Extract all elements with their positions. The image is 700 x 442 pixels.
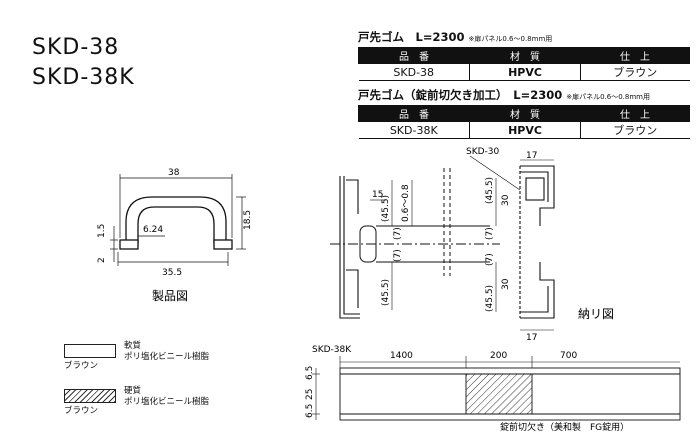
product-dimensions <box>110 174 246 266</box>
skd38k-height-top: 6.5 <box>305 366 315 380</box>
skd38k-notch-note: 錠前切欠き（美和製 FG錠用） <box>500 421 629 433</box>
table2-note: ※扉パネル0.6〜0.8mm用 <box>566 93 651 101</box>
table1-title: 戸先ゴム L=2300 ※扉パネル0.6〜0.8mm用 <box>358 29 552 45</box>
table2-part: SKD-38K <box>358 121 470 139</box>
table1-header-material: 材 質 <box>469 47 581 64</box>
legend-hard-type: 硬質 <box>124 386 142 396</box>
table1-material: HPVC <box>469 63 581 81</box>
install-dim-7-d: (7) <box>485 253 495 266</box>
table1-header-finish: 仕 上 <box>580 47 690 64</box>
install-dim-7-b: (7) <box>393 249 403 262</box>
table2-title: 戸先ゴム（錠前切欠き加工） L=2300 ※扉パネル0.6〜0.8mm用 <box>358 87 650 103</box>
install-dim-45-5-b: (45.5) <box>381 279 391 306</box>
legend-swatch-hard <box>64 389 116 403</box>
legend-hard-material: ポリ塩化ビニール樹脂 <box>124 397 210 407</box>
table2-header-material: 材 質 <box>469 105 581 122</box>
install-dim-15: 15 <box>372 190 383 200</box>
skd38k-length-700: 700 <box>560 351 577 361</box>
install-dim-17-bottom: 17 <box>526 333 537 343</box>
dim-width-38: 38 <box>168 168 180 178</box>
install-dim-45-5-d: (45.5) <box>485 285 495 312</box>
table1-part: SKD-38 <box>358 63 470 81</box>
dim-height-18-5: 18.5 <box>243 210 253 230</box>
table2-finish: ブラウン <box>580 121 690 139</box>
skd38k-strip <box>339 367 681 421</box>
dim-2: 2 <box>97 257 107 263</box>
legend-soft-type: 軟質 <box>124 341 142 351</box>
table1-header-part: 品 番 <box>358 47 470 64</box>
install-dim-45-5-a: (45.5) <box>381 195 391 222</box>
skd38k-label: SKD-38K <box>312 345 352 355</box>
legend-soft-material: ポリ塩化ビニール樹脂 <box>124 352 210 362</box>
dim-6-24: 6.24 <box>143 225 163 235</box>
install-dim-45-5-c: (45.5) <box>485 177 495 204</box>
install-drawing-caption: 納リ図 <box>578 307 614 321</box>
install-dim-panel: 0.6〜0.8 <box>401 184 411 222</box>
install-callout-skd30: SKD-30 <box>466 147 500 157</box>
install-dim-7-c: (7) <box>485 227 495 240</box>
model-name-1: SKD-38 <box>32 35 120 60</box>
product-profile <box>119 196 233 250</box>
install-dim-30-a: 30 <box>501 194 511 206</box>
spec-table-1: 品 番 材 質 仕 上 SKD-38 HPVC ブラウン <box>358 47 690 81</box>
legend-hard-color: ブラウン <box>64 406 99 416</box>
model-name-2: SKD-38K <box>32 65 135 90</box>
table1-note: ※扉パネル0.6〜0.8mm用 <box>468 35 553 43</box>
table1-title-text: 戸先ゴム L=2300 <box>358 30 465 44</box>
table2-material: HPVC <box>469 121 581 139</box>
dim-35-5: 35.5 <box>162 268 182 278</box>
table1-finish: ブラウン <box>580 63 690 81</box>
legend-soft-text: 軟質 ポリ塩化ビニール樹脂 <box>124 341 209 363</box>
skd38k-height-mid: 25 <box>305 389 315 400</box>
table2-title-text: 戸先ゴム（錠前切欠き加工） L=2300 <box>358 88 563 102</box>
install-frame-left <box>339 176 360 319</box>
product-drawing-caption: 製品図 <box>152 289 188 303</box>
install-dim-17-top: 17 <box>526 151 537 161</box>
install-dim-30-b: 30 <box>501 278 511 290</box>
skd38k-length-1400: 1400 <box>390 351 413 361</box>
spec-table-2: 品 番 材 質 仕 上 SKD-38K HPVC ブラウン <box>358 105 690 139</box>
skd38k-height-bottom: 6.5 <box>305 404 315 418</box>
table2-header-finish: 仕 上 <box>580 105 690 122</box>
install-door-panel <box>330 168 500 276</box>
install-dim-7-a: (7) <box>393 227 403 240</box>
legend-swatch-soft <box>64 344 116 358</box>
install-frame-right <box>519 165 555 319</box>
dim-1-5: 1.5 <box>97 224 107 238</box>
legend-soft-color: ブラウン <box>64 361 99 371</box>
install-dimensions <box>370 155 554 331</box>
legend-hard-text: 硬質 ポリ塩化ビニール樹脂 <box>124 386 209 408</box>
skd38k-length-200: 200 <box>490 351 507 361</box>
